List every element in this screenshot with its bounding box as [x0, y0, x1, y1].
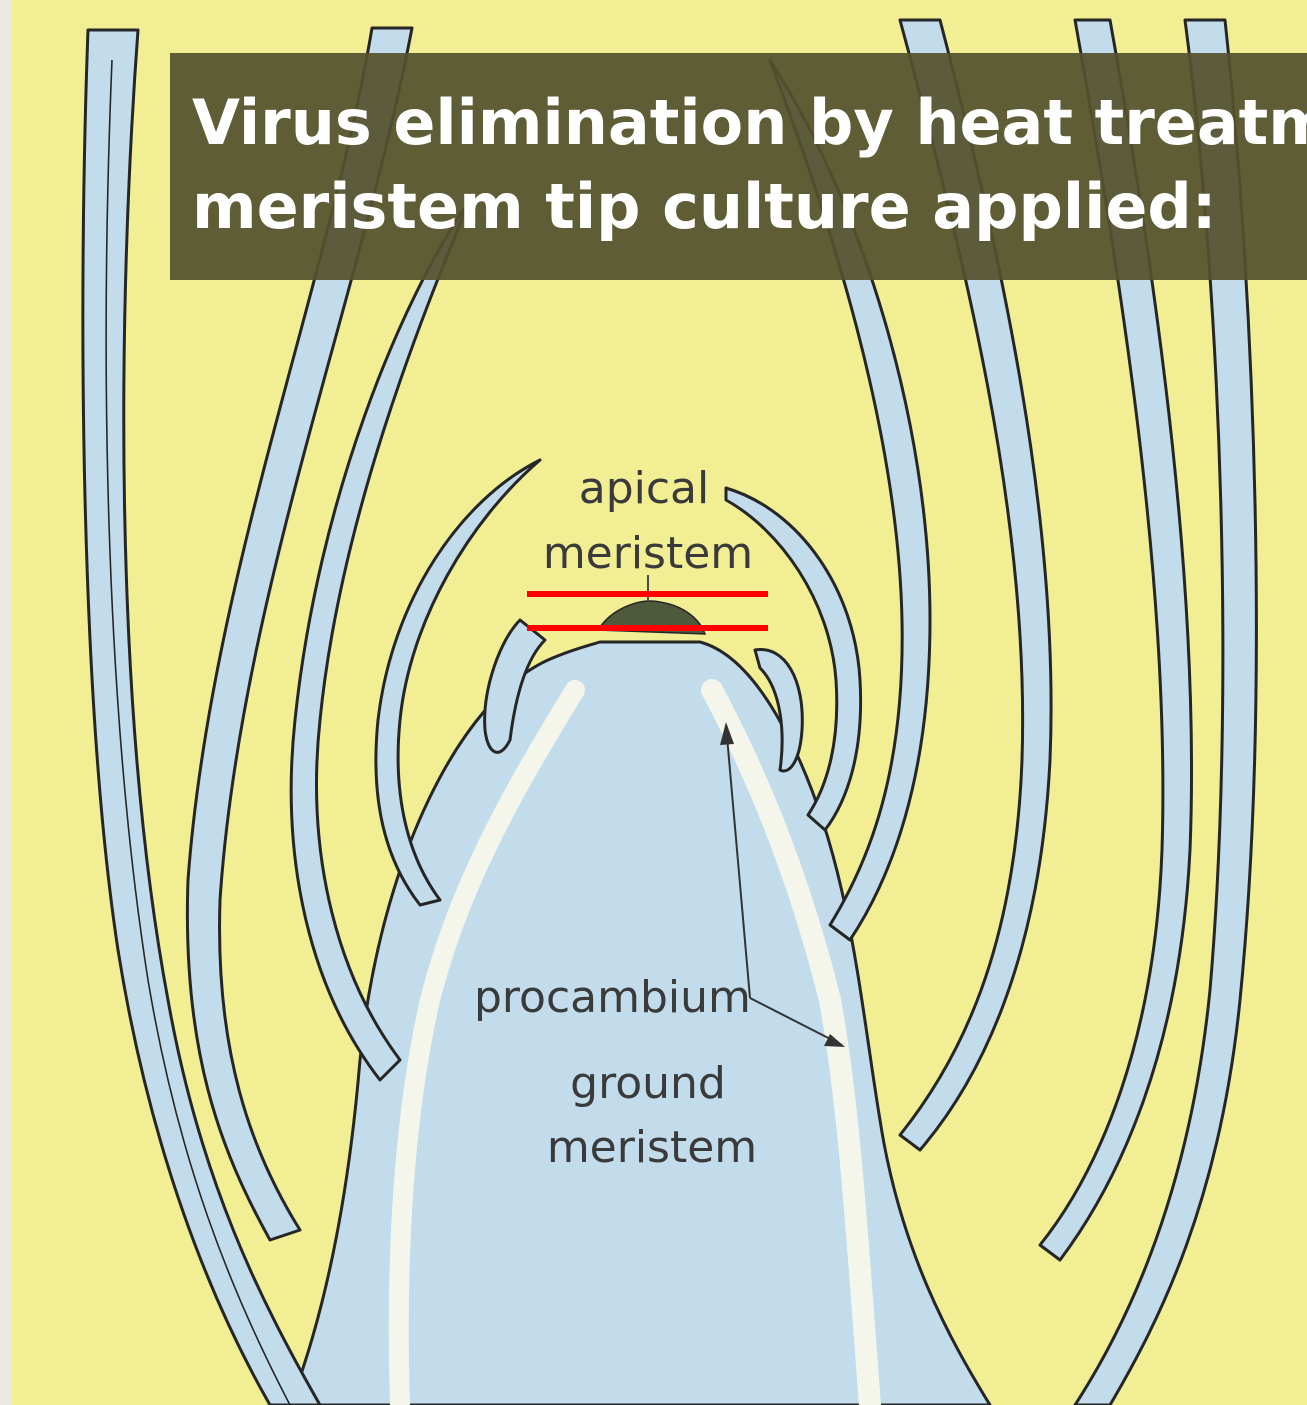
title-line-1: Virus elimination by heat treatment	[192, 81, 1307, 165]
label-ground: ground	[570, 1058, 726, 1109]
title-line-2: meristem tip culture applied:	[192, 165, 1307, 249]
label-meristem-apical: meristem	[543, 528, 753, 579]
slide-title: Virus elimination by heat treatment meri…	[192, 81, 1307, 249]
label-meristem-ground: meristem	[547, 1122, 757, 1173]
label-procambium: procambium	[474, 972, 751, 1023]
left-margin-strip	[0, 0, 12, 1405]
label-apical: apical	[579, 463, 710, 514]
title-banner: Virus elimination by heat treatment meri…	[170, 53, 1307, 280]
